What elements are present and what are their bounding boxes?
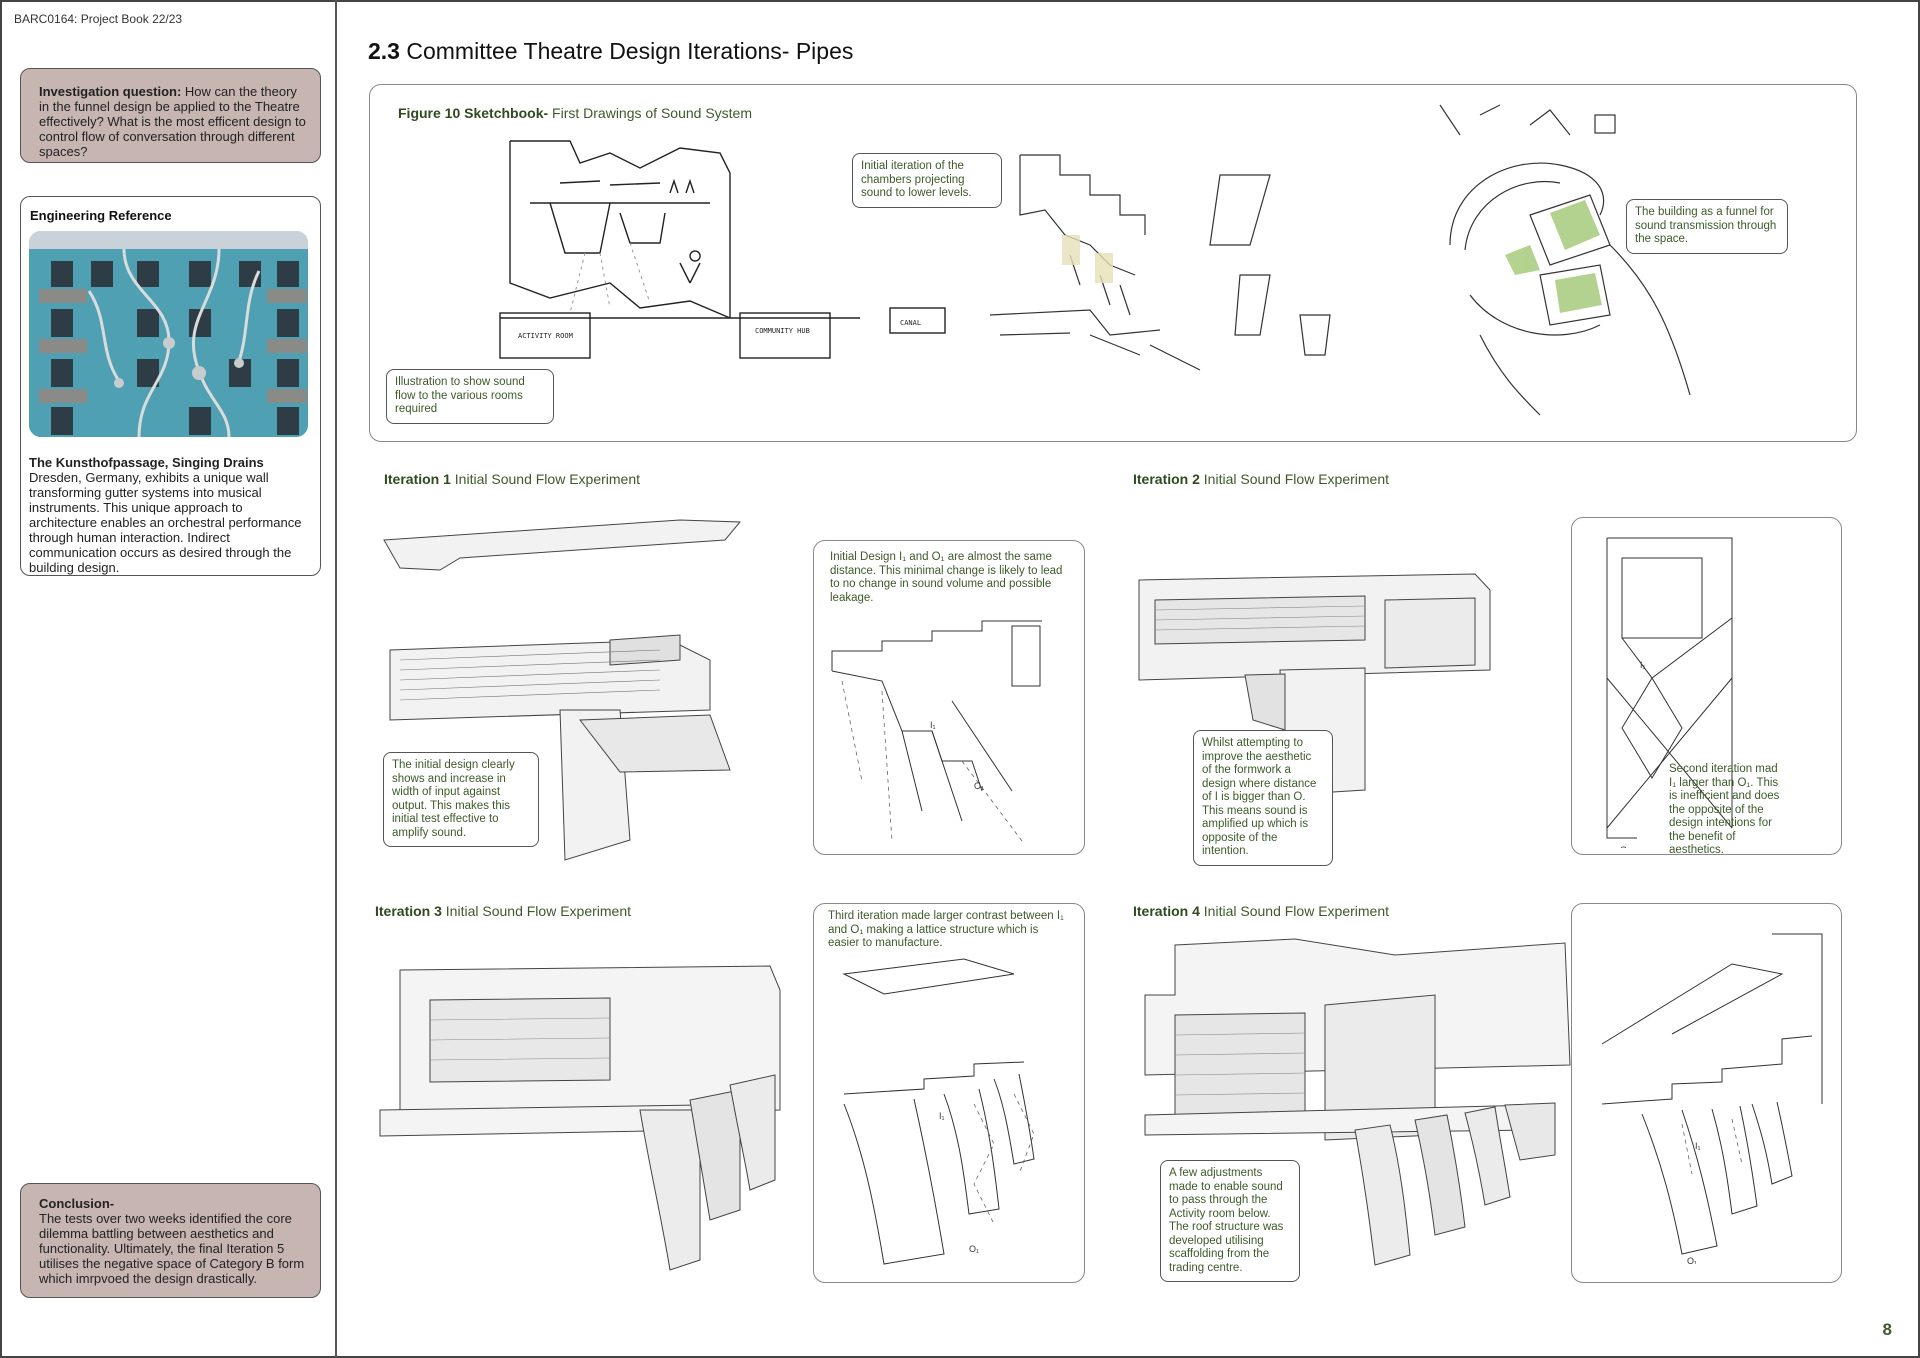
page-title: 2.3 Committee Theatre Design Iterations-… [368,38,853,65]
conclusion-label: Conclusion- [39,1196,115,1211]
iteration-1-section-drawing: I₁ O₁ [831,620,1042,842]
dim-label-o1-it3: O₁ [969,1244,979,1254]
iteration-4-label: Iteration 4 [1133,903,1200,919]
iteration-3-heading: Iteration 3 Initial Sound Flow Experimen… [375,903,631,919]
iteration-1-callout-b: Initial Design I₁ and O₁ are almost the … [830,551,1063,604]
iteration-4-heading: Iteration 4 Initial Sound Flow Experimen… [1133,903,1389,919]
iteration-3-section-drawing: I₁ O₁ [842,958,1035,1265]
building-facade-illustration [29,231,308,437]
dim-label-i1-it2: I₁ [1640,660,1646,670]
singing-drains-photo [29,231,308,437]
sketch-section-drawing: ACTIVITY ROOM COMMUNITY HUB CANAL [499,140,946,359]
investigation-label: Investigation question: [39,84,182,99]
conclusion-text: The tests over two weeks identified the … [39,1211,305,1286]
iteration-3-model-drawing [379,965,781,1271]
investigation-box: Investigation question: How can the theo… [20,68,321,163]
callout-building-funnel: The building as a funnel for sound trans… [1626,199,1788,254]
iteration-4-detail-panel: I₁ O₁ [1571,903,1842,1283]
iteration-2-detail-panel: I₁ O₁ Second iteration mad I₁ larger tha… [1571,517,1842,856]
engineering-caption-title: The Kunsthofpassage, Singing Drains [29,455,264,470]
iteration-2-subtitle: Initial Sound Flow Experiment [1203,471,1389,487]
section-title: Committee Theatre Design Iterations- Pip… [406,38,854,64]
sketch-label-community: COMMUNITY HUB [755,327,810,335]
iteration-4-subtitle: Initial Sound Flow Experiment [1203,903,1389,919]
iteration-2-model-drawing [1138,573,1491,796]
figure-10-label: Figure 10 Sketchbook- [398,105,549,121]
page-number: 8 [1882,1320,1892,1339]
section-number: 2.3 [368,38,400,64]
dim-label-i1: I₁ [930,720,936,730]
iteration-3-subtitle: Initial Sound Flow Experiment [445,903,631,919]
iteration-2-heading: Iteration 2 Initial Sound Flow Experimen… [1133,471,1389,487]
engineering-reference-box: Engineering Reference [20,196,321,576]
iteration-2-label: Iteration 2 [1133,471,1200,487]
iteration-1-detail-panel: Initial Design I₁ and O₁ are almost the … [813,540,1085,855]
investigation-text: How can the theory in the funnel design … [39,84,306,159]
iteration-1-model-drawing [383,519,742,861]
figure-10-subtitle: First Drawings of Sound System [552,105,753,121]
figure-10-panel: Figure 10 Sketchbook- First Drawings of … [369,84,1857,442]
dim-label-o1: O₁ [974,781,984,791]
dim-label-i1-it4: I₁ [1695,1141,1701,1151]
iteration-1-callout-a: The initial design clearly shows and inc… [383,752,539,847]
dim-label-o1-it4: O₁ [1687,1256,1697,1264]
iteration-3-detail-panel: Third iteration made larger contrast bet… [813,903,1085,1283]
iteration-1-subtitle: Initial Sound Flow Experiment [454,471,640,487]
engineering-caption-text: Dresden, Germany, exhibits a unique wall… [29,470,302,575]
iteration-4-section-drawing: I₁ O₁ [1601,933,1823,1264]
iteration-3-callout-b: Third iteration made larger contrast bet… [828,910,1064,949]
iteration-1-heading: Iteration 1 Initial Sound Flow Experimen… [384,471,640,487]
iteration-3-label: Iteration 3 [375,903,442,919]
iteration-2-section-drawing: I₁ O₁ [1606,537,1733,848]
dim-label-o1-it2: O₁ [1620,845,1630,848]
sketch-label-canal: CANAL [900,319,921,327]
figure-10-heading: Figure 10 Sketchbook- First Drawings of … [398,105,752,121]
callout-sound-flow-rooms: Illustration to show sound flow to the v… [386,369,554,424]
callout-initial-chambers: Initial iteration of the chambers projec… [852,153,1002,208]
course-code: BARC0164: Project Book 22/23 [14,12,183,26]
sketch-funnel-plan-drawing [1439,104,1691,416]
sketch-label-activity: ACTIVITY ROOM [518,332,573,340]
iteration-4-callout-a: A few adjustments made to enable sound t… [1160,1160,1300,1282]
conclusion-box: Conclusion- The tests over two weeks ide… [20,1183,321,1298]
sketch-chambers-drawing [989,154,1331,371]
column-divider [335,0,337,1358]
iteration-2-callout-b: Second iteration mad I₁ larger than O₁. … [1669,763,1780,856]
iteration-4-model-drawing [1144,938,1571,1266]
dim-label-i1-it3: I₁ [939,1111,945,1121]
engineering-title: Engineering Reference [30,208,172,223]
iteration-1-label: Iteration 1 [384,471,451,487]
iteration-2-callout-a: Whilst attempting to improve the aesthet… [1193,730,1333,866]
